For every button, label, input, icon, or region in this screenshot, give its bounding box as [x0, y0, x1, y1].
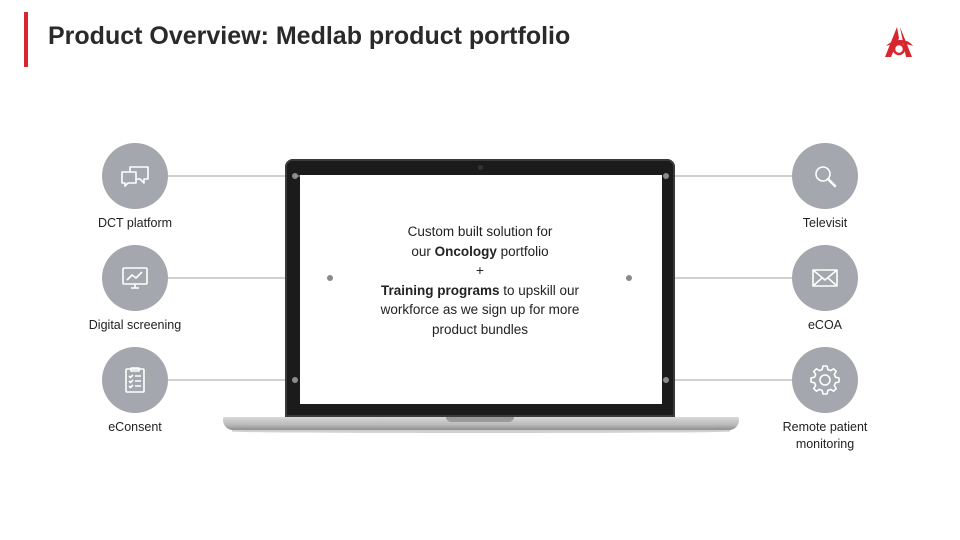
- econsent-circle: [102, 347, 168, 413]
- envelope-icon: [812, 269, 838, 287]
- digital-screening-label: Digital screening: [88, 318, 182, 332]
- checklist-icon: [125, 367, 145, 393]
- laptop-base: [223, 417, 739, 430]
- screen-plus: +: [476, 263, 484, 278]
- laptop-camera: [478, 165, 483, 170]
- oncology-bold: Oncology: [434, 243, 497, 259]
- televisit-circle: [792, 143, 858, 209]
- title-accent-bar: [24, 12, 28, 67]
- econsent-label: eConsent: [108, 420, 162, 434]
- dot-monitoring: [663, 377, 669, 383]
- laptop-notch: [446, 417, 514, 422]
- monitor-chart-icon: [122, 267, 148, 289]
- search-icon: [815, 166, 837, 188]
- dot-ecoa: [626, 275, 632, 281]
- screen-line-4: workforce as we sign up for more: [380, 302, 580, 317]
- laptop-screen: [300, 175, 662, 404]
- chat-bubbles-icon: [121, 166, 149, 187]
- laptop-shadow: [232, 430, 730, 433]
- screen-text: Custom built solution for our Oncology p…: [330, 222, 630, 339]
- screen-line-3: Training programs to upskill our: [380, 282, 580, 298]
- training-bold: Training programs: [380, 282, 500, 298]
- screen-line-1: Custom built solution for: [407, 224, 553, 239]
- screen-line-2: our Oncology portfolio: [411, 243, 549, 259]
- ecoa-label: eCOA: [807, 318, 843, 332]
- dct-platform-label: DCT platform: [97, 216, 173, 230]
- televisit-label: Televisit: [802, 216, 848, 230]
- remote-monitoring-label: Remote patient monitoring: [782, 420, 868, 451]
- remote-monitoring-circle: [792, 347, 858, 413]
- dct-platform-circle: [102, 143, 168, 209]
- dot-televisit: [663, 173, 669, 179]
- gear-icon: [810, 365, 840, 395]
- ecoa-circle: [792, 245, 858, 311]
- company-logo: [885, 27, 913, 57]
- dot-screening: [327, 275, 333, 281]
- page-title: Product Overview: Medlab product portfol…: [48, 22, 571, 50]
- dot-econsent: [292, 377, 298, 383]
- screen-line-5: product bundles: [431, 321, 529, 337]
- digital-screening-circle: [102, 245, 168, 311]
